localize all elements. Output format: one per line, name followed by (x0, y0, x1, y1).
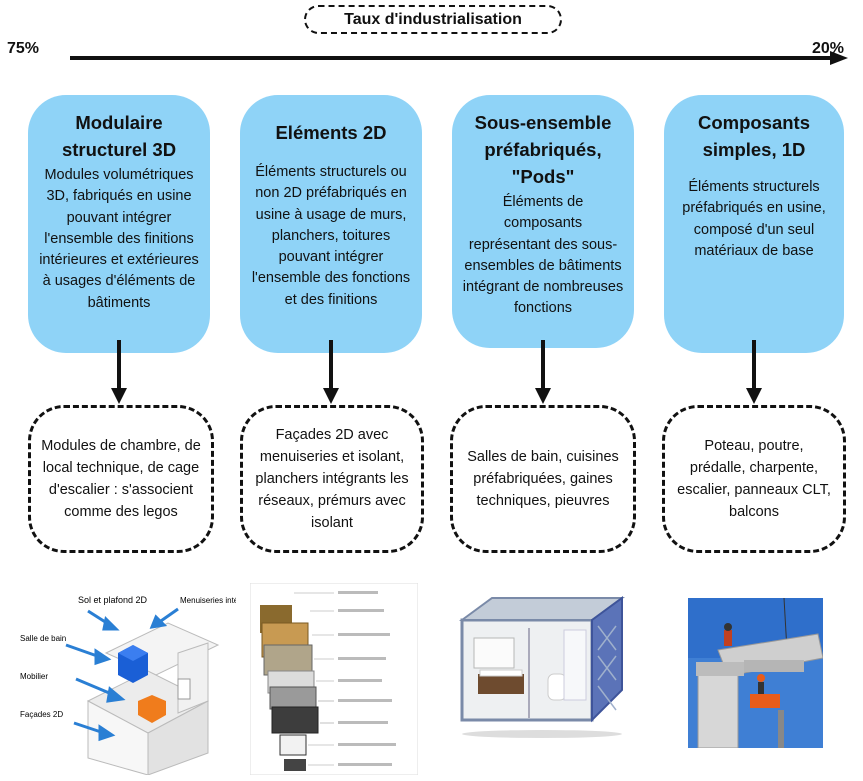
label-sol: Sol et plafond 2D (78, 595, 148, 605)
label-salle: Salle de bain (20, 634, 66, 643)
right-percentage: 20% (812, 40, 845, 57)
down-arrow-icon (323, 340, 339, 404)
examples-text: Façades 2D avec menuiseries et isolant, … (255, 427, 409, 531)
left-percentage: 75% (7, 40, 40, 57)
down-arrow-icon (111, 340, 127, 404)
examples-box-1d: Poteau, poutre, prédalle, charpente, esc… (662, 405, 846, 553)
label-mobilier: Mobilier (20, 672, 48, 681)
examples-box-3d: Modules de chambre, de local technique, … (28, 405, 214, 553)
label-facades: Façades 2D (20, 710, 63, 719)
examples-text: Poteau, poutre, prédalle, charpente, esc… (677, 438, 831, 520)
category-title: Eléments 2D (275, 122, 387, 143)
examples-box-2d: Façades 2D avec menuiseries et isolant, … (240, 405, 424, 553)
examples-box-pods: Salles de bain, cuisines préfabriquées, … (450, 405, 636, 553)
category-title: Modulaire structurel 3D (61, 112, 177, 160)
category-box-1d: Composants simples, 1D Éléments structur… (664, 95, 844, 353)
module-3d-illustration: Sol et plafond 2D Menuiseries intégrées … (18, 583, 236, 775)
category-description: Éléments structurels préfabriqués en usi… (682, 179, 826, 259)
examples-text: Modules de chambre, de local technique, … (41, 438, 201, 520)
scale-arrow (70, 51, 848, 65)
category-description: Éléments structurels ou non 2D préfabriq… (251, 164, 411, 308)
industrialisation-title: Taux d'industrialisation (304, 5, 562, 34)
category-description: Éléments de composants représentant des … (462, 194, 624, 317)
down-arrow-icon (746, 340, 762, 404)
label-menuiseries: Menuiseries intégrées aux façades (180, 596, 236, 605)
category-title: Sous-ensemble préfabriqués, "Pods" (474, 112, 612, 187)
examples-text: Salles de bain, cuisines préfabriquées, … (467, 449, 619, 509)
down-arrow-icon (535, 340, 551, 404)
category-description: Modules volumétriques 3D, fabriqués en u… (39, 167, 199, 311)
category-title: Composants simples, 1D (697, 112, 811, 160)
title-text: Taux d'industrialisation (344, 10, 522, 28)
bathroom-pod-illustration (452, 590, 630, 740)
crane-photo-illustration (688, 598, 823, 748)
category-box-pods: Sous-ensemble préfabriqués, "Pods" Éléme… (452, 95, 634, 348)
category-box-2d: Eléments 2D Éléments structurels ou non … (240, 95, 422, 353)
panel-2d-illustration (250, 583, 418, 775)
category-box-3d: Modulaire structurel 3D Modules volumétr… (28, 95, 210, 353)
